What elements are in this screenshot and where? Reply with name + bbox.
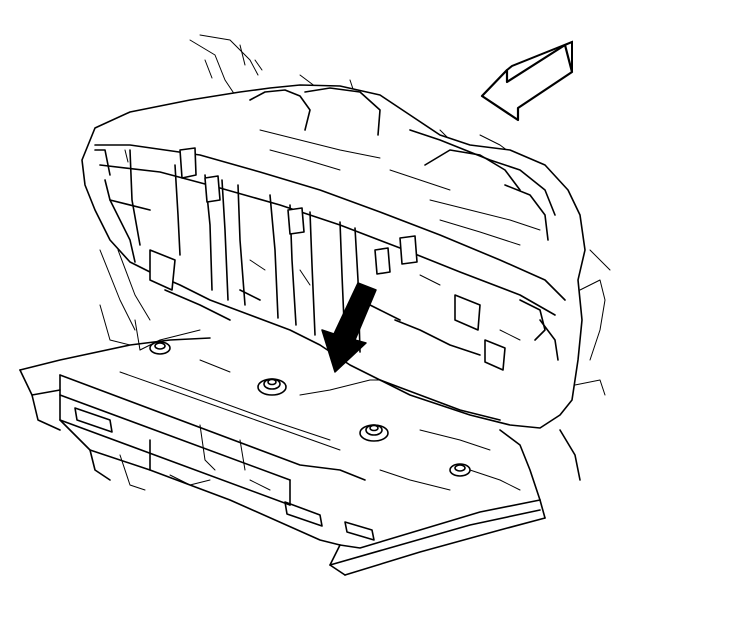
fastener-3 bbox=[359, 424, 389, 442]
seat-cushion bbox=[81, 84, 586, 429]
fasteners bbox=[149, 341, 471, 477]
fastener-2 bbox=[257, 378, 287, 396]
fastener-4 bbox=[449, 463, 471, 477]
direction-arrow-hollow-icon bbox=[480, 40, 574, 122]
fastener-1 bbox=[149, 341, 171, 355]
direction-arrow-solid-icon bbox=[321, 282, 377, 373]
